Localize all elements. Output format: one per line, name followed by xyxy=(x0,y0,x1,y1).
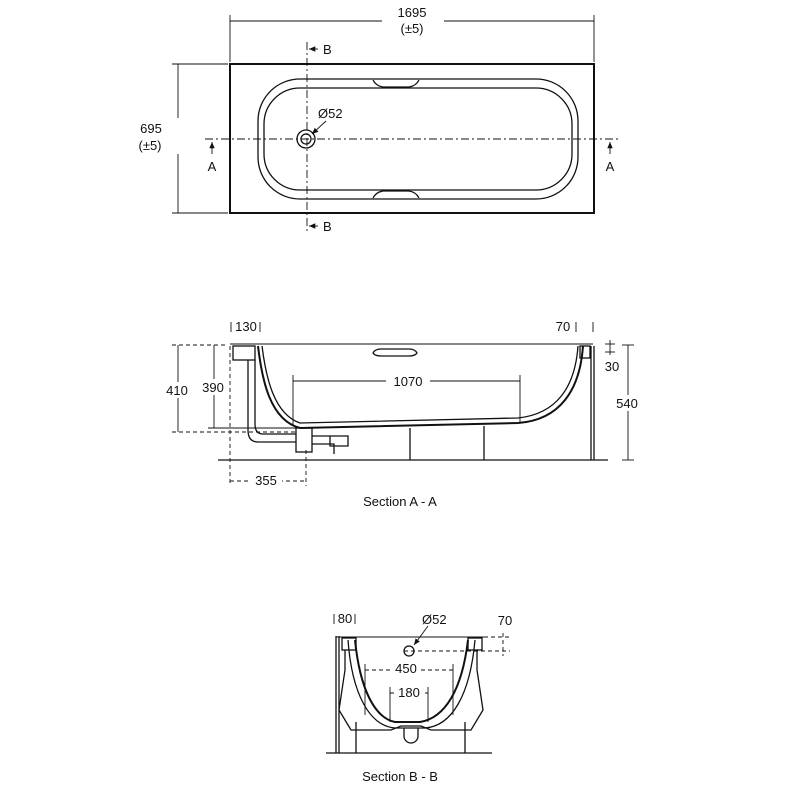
left-rim-dimension: 130 xyxy=(235,319,257,334)
section-a-view: 130 70 410 390 1070 30 540 xyxy=(164,319,642,509)
total-height-dimension: 540 xyxy=(616,396,638,411)
section-a-caption: Section A - A xyxy=(363,494,437,509)
bath-profile xyxy=(257,345,584,430)
handle-bottom xyxy=(372,190,420,199)
section-b-view: 80 Ø52 70 450 180 Section B - B xyxy=(326,611,512,784)
width-tolerance: (±5) xyxy=(138,138,161,153)
rim-depth-dimension: 30 xyxy=(605,359,619,374)
base-width-dimension: 450 xyxy=(395,661,417,676)
waste-diameter-label: Ø52 xyxy=(422,612,447,627)
waste-outlet xyxy=(296,129,316,149)
section-a-marker-right: A xyxy=(606,159,615,174)
overflow-pipe xyxy=(247,360,296,443)
support-frame xyxy=(338,650,484,731)
waste-trap xyxy=(403,728,419,744)
section-a-marker-left: A xyxy=(208,159,217,174)
base-length-dimension: 1070 xyxy=(394,374,423,389)
waste-trap xyxy=(295,427,313,453)
waste-offset-dimension: 355 xyxy=(255,473,277,488)
waste-diameter-label: Ø52 xyxy=(318,106,343,121)
total-depth-dimension: 410 xyxy=(166,383,188,398)
right-rim-dimension: 70 xyxy=(556,319,570,334)
section-b-marker-bottom: B xyxy=(323,219,332,234)
length-tolerance: (±5) xyxy=(400,21,423,36)
width-dimension: 695 xyxy=(140,121,162,136)
handle xyxy=(372,348,418,357)
bath-profile xyxy=(354,639,469,723)
bath-outline xyxy=(229,63,595,214)
section-b-caption: Section B - B xyxy=(362,769,438,784)
inner-depth-dimension: 390 xyxy=(202,380,224,395)
rim-dimension: 80 xyxy=(338,611,352,626)
feet-spacing-dimension: 180 xyxy=(398,685,420,700)
length-dimension: 1695 xyxy=(398,5,427,20)
handle-top xyxy=(372,79,420,88)
section-b-marker-top: B xyxy=(323,42,332,57)
plan-view: 1695 (±5) 695 (±5) Ø52 B B A A xyxy=(134,5,620,234)
waste-height-dimension: 70 xyxy=(498,613,512,628)
